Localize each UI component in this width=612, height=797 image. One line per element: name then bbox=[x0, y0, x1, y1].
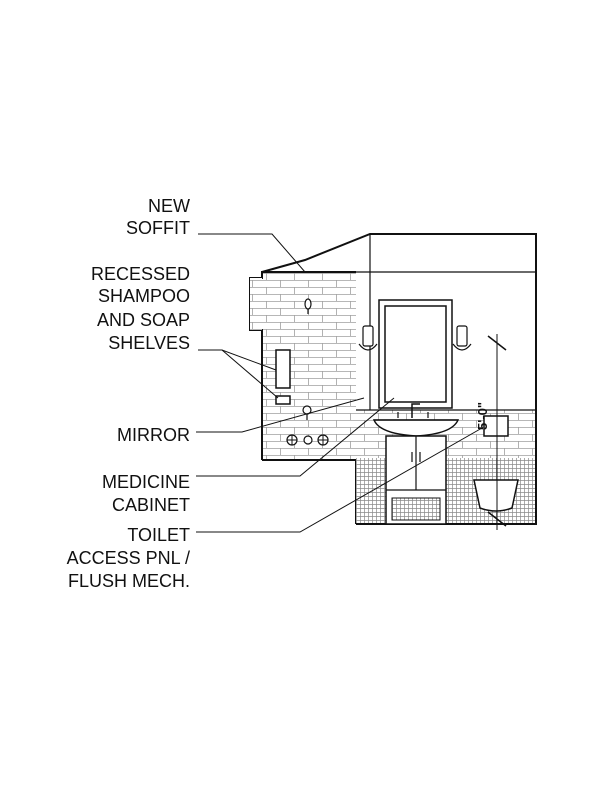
shower-wall bbox=[249, 271, 357, 524]
label-cabinet-line1: MEDICINE bbox=[102, 472, 190, 492]
label-shelves-line1: RECESSED bbox=[91, 264, 190, 284]
left-sconce-icon bbox=[358, 325, 378, 351]
recessed-shampoo-shelf bbox=[275, 349, 291, 389]
toilet-access-panel bbox=[483, 415, 509, 437]
toilet-icon bbox=[473, 479, 519, 512]
medicine-cabinet bbox=[378, 299, 453, 409]
label-toilet-line1: TOILET bbox=[127, 525, 190, 545]
dimension-5-0 bbox=[487, 334, 507, 530]
label-toilet-line2: ACCESS PNL / bbox=[67, 548, 190, 568]
label-cabinet: MEDICINE CABINET bbox=[102, 472, 190, 515]
faucet-icon bbox=[397, 403, 429, 418]
label-mirror: MIRROR bbox=[117, 425, 190, 445]
mirror-glass bbox=[384, 305, 447, 403]
label-toilet: TOILET ACCESS PNL / FLUSH MECH. bbox=[67, 525, 190, 591]
vanity-cabinet bbox=[385, 435, 447, 525]
right-sconce-icon bbox=[452, 325, 472, 351]
shower-head-icon bbox=[304, 298, 312, 314]
label-cabinet-line2: CABINET bbox=[112, 495, 190, 515]
dimension-label: 5'-0" bbox=[475, 402, 490, 430]
leader-lines bbox=[196, 233, 483, 533]
label-soffit-line1: NEW bbox=[148, 196, 190, 216]
label-mirror-line1: MIRROR bbox=[117, 425, 190, 445]
recessed-soap-shelf bbox=[275, 395, 291, 405]
tub-fixtures-icon bbox=[286, 434, 329, 446]
label-shelves-line4: SHELVES bbox=[108, 333, 190, 353]
label-soffit-line2: SOFFIT bbox=[126, 218, 190, 238]
soffit bbox=[261, 233, 537, 416]
label-shelves-line3: AND SOAP bbox=[97, 310, 190, 330]
label-soffit: NEW SOFFIT bbox=[126, 196, 190, 238]
label-shelves-line2: SHAMPOO bbox=[98, 286, 190, 306]
label-shelves: RECESSED SHAMPOO AND SOAP SHELVES bbox=[91, 264, 190, 353]
sink bbox=[372, 419, 460, 437]
label-toilet-line3: FLUSH MECH. bbox=[68, 571, 190, 591]
